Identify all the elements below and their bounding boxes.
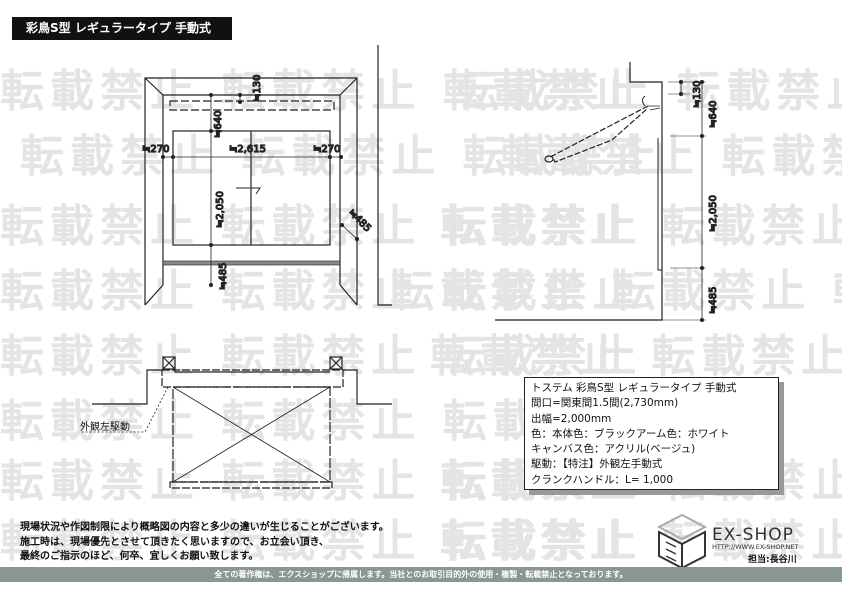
side-dim-height: ≒2,050 xyxy=(708,195,719,232)
logo-name: EX-SHOP xyxy=(712,525,794,545)
disclaimer-notes: 現場状況や作図制限により概略図の内容と多少の違いが生じることがございます。 施工… xyxy=(20,521,389,565)
plan-view xyxy=(80,356,392,489)
note-line: 現場状況や作図制限により概略図の内容と多少の違いが生じることがございます。 xyxy=(20,522,389,533)
note-line: 最終のご指示のほど、何卒、宜しくお願い致します。 xyxy=(20,551,259,562)
copyright-footer: 全ての著作権は、エクスショップに帰属します。当社とのお取引目的外の使用・複製・転… xyxy=(0,567,842,582)
ex-shop-logo-icon xyxy=(656,513,708,570)
spec-line: 色：本体色：ブラックアーム色：ホワイト xyxy=(531,427,730,440)
side-dim-top-gap: ≒130 xyxy=(692,81,703,108)
logo-url: HTTP://WWW.EX-SHOP.NET xyxy=(712,543,799,551)
front-dim-upper: ≒640 xyxy=(213,111,224,138)
spec-line: クランクハンドル：L= 1,000 xyxy=(531,473,674,486)
side-dim-lower: ≒485 xyxy=(708,287,719,314)
front-dim-right: ≒270 xyxy=(313,144,340,155)
staff-name: 担当:長谷川 xyxy=(748,555,797,565)
side-view xyxy=(495,62,706,322)
spec-box: トステム 彩鳥S型 レギュラータイプ 手動式 間口=関東間1.5間(2,730m… xyxy=(524,377,779,490)
front-dim-width: ≒2,615 xyxy=(229,144,266,155)
spec-line: 出幅=2,000mm xyxy=(531,412,612,425)
side-dim-upper: ≒640 xyxy=(708,101,719,128)
front-view xyxy=(144,45,392,306)
front-dim-left: ≒270 xyxy=(142,144,169,155)
spec-line: キャンバス色：アクリル(ベージュ) xyxy=(531,443,696,456)
note-line: 施工時は、現場優先とさせて頂きたく思いますので、お立会い頂き、 xyxy=(20,536,329,548)
spec-line: 駆動：【特注】外観左手動式 xyxy=(531,458,663,471)
drive-side-label: 外観左駆動 xyxy=(80,422,130,433)
front-dim-diag: ≒485 xyxy=(346,207,373,234)
front-dim-height: ≒2,050 xyxy=(215,191,226,228)
front-dim-lower: ≒485 xyxy=(218,263,229,290)
drawing-title: 彩鳥S型 レギュラータイプ 手動式 xyxy=(12,17,232,40)
spec-line: トステム 彩鳥S型 レギュラータイプ 手動式 xyxy=(531,382,737,394)
front-dim-top-gap: ≒130 xyxy=(252,75,263,102)
spec-line: 間口=関東間1.5間(2,730mm) xyxy=(531,397,679,410)
